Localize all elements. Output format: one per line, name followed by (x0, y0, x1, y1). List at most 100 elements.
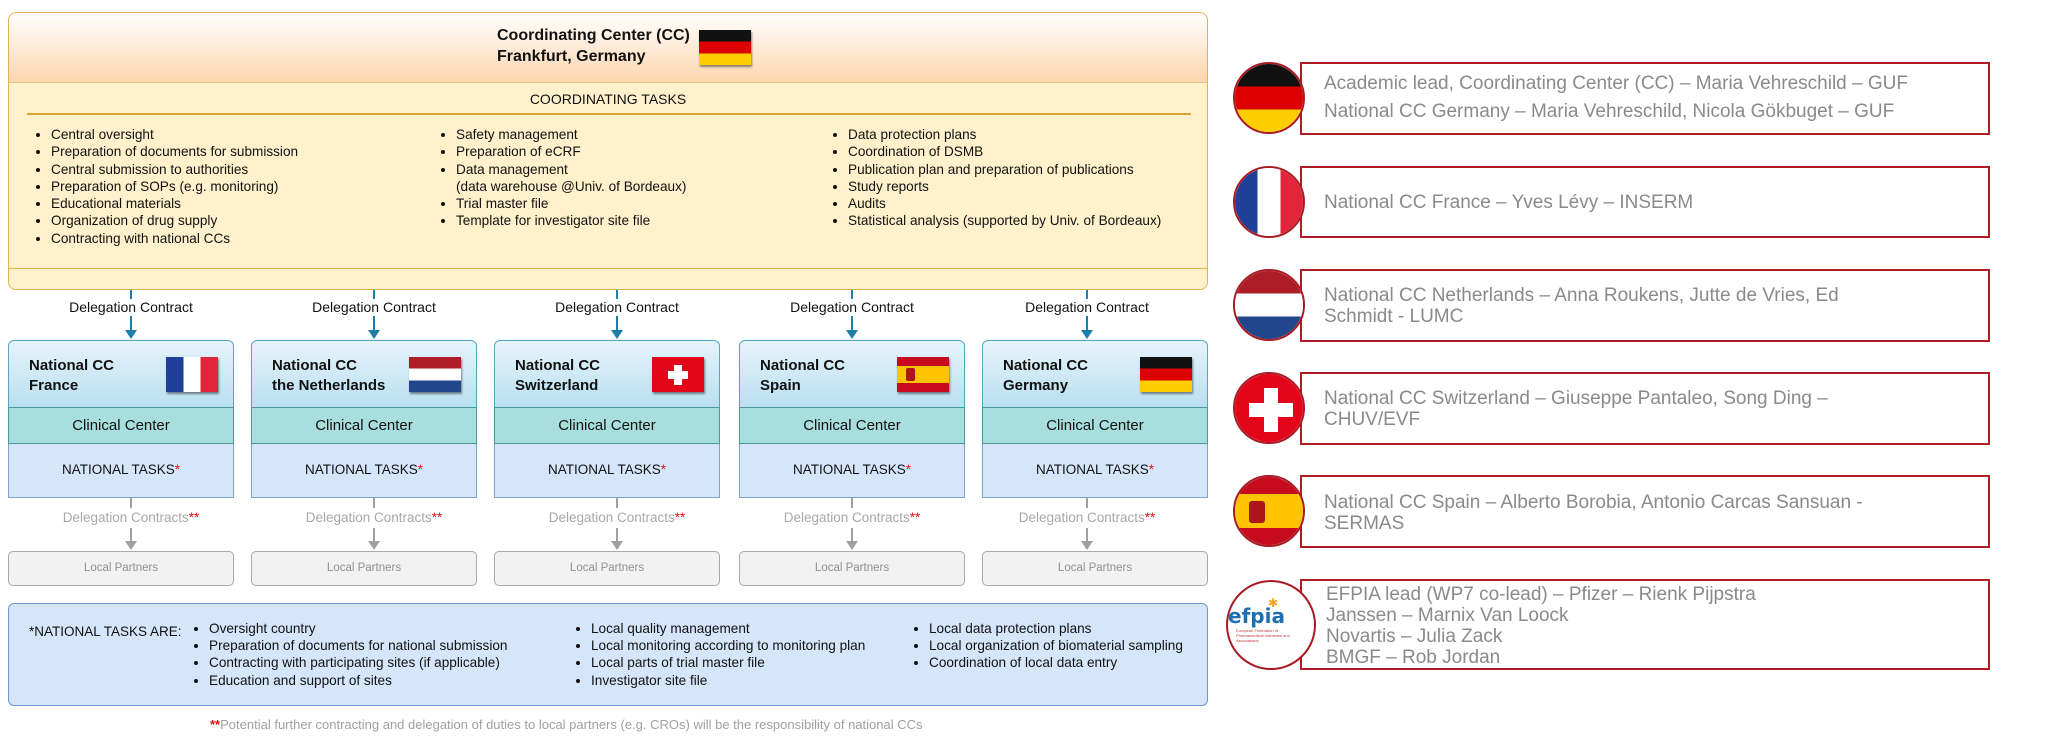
lead-line: Novartis – Julia Zack (1326, 626, 1503, 647)
coordinating-center-header: Coordinating Center (CC) Frankfurt, Germ… (9, 13, 1207, 83)
arrow-down-icon (1081, 541, 1093, 550)
connector-line (851, 498, 853, 508)
arrow-down-icon (368, 541, 380, 550)
connector-line (373, 316, 375, 331)
national-task-item: Oversight country (209, 620, 507, 637)
task-item: Audits (848, 195, 1161, 212)
coordinating-center-box: Coordinating Center (CC) Frankfurt, Germ… (8, 12, 1208, 290)
delegation-contracts-text: Delegation Contracts (305, 510, 432, 525)
task-item: Data management (data warehouse @Univ. o… (456, 161, 686, 196)
asterisk: * (174, 462, 181, 477)
task-item: Study reports (848, 178, 1161, 195)
connector-line (616, 498, 618, 508)
lead-text: Academic lead, Coordinating Center (CC) … (1324, 73, 1976, 122)
delegation-contracts-text: Delegation Contracts (62, 510, 189, 525)
delegation-contracts-text: Delegation Contracts (548, 510, 675, 525)
national-task-item: Education and support of sites (209, 672, 507, 689)
national-tasks-label: NATIONAL TASKS* (982, 444, 1208, 498)
connector-line (130, 498, 132, 508)
task-item: Preparation of eCRF (456, 143, 686, 160)
asterisk: * (1148, 462, 1155, 477)
lead-box-efpia: EFPIA lead (WP7 co-lead) – Pfizer – Rien… (1300, 579, 1990, 670)
delegation-contract-label: Delegation Contract (790, 299, 914, 315)
lead-line: SERMAS (1324, 513, 1405, 534)
local-partners-box: Local Partners (739, 551, 965, 586)
coordinating-tasks-col1: Central oversight Preparation of documen… (31, 126, 298, 247)
national-tasks-label: NATIONAL TASKS* (251, 444, 477, 498)
connector-line (1086, 528, 1088, 542)
task-item: Template for investigator site file (456, 212, 686, 229)
connector-line (373, 498, 375, 508)
double-asterisk: ** (188, 510, 200, 525)
lead-line: Schmidt - LUMC (1324, 306, 1464, 327)
connector-line (1086, 290, 1088, 299)
national-tasks-label: NATIONAL TASKS* (739, 444, 965, 498)
national-cc-line1: National CC (272, 357, 358, 374)
task-item: Preparation of SOPs (e.g. monitoring) (51, 178, 298, 195)
national-cc-germany: National CC Germany (982, 340, 1208, 407)
task-item-text: Data management (456, 161, 568, 177)
task-item: Contracting with national CCs (51, 230, 298, 247)
national-task-item: Local quality management (591, 620, 865, 637)
asterisk: * (905, 462, 912, 477)
national-cc-line2: Spain (760, 377, 801, 394)
clinical-center-label: Clinical Center (8, 407, 234, 444)
arrow-down-icon (125, 330, 137, 339)
delegation-contract-label: Delegation Contract (1025, 299, 1149, 315)
lead-box-netherlands: National CC Netherlands – Anna Roukens, … (1300, 269, 1990, 342)
connector-line (616, 316, 618, 331)
national-cc-name: National CC Germany (1003, 356, 1088, 396)
national-tasks-text: NATIONAL TASKS (61, 462, 175, 477)
connector-line (373, 290, 375, 299)
delegation-contracts-label: Delegation Contracts** (11, 510, 251, 525)
connector-line (851, 528, 853, 542)
lead-line: National CC France – Yves Lévy – INSERM (1324, 192, 1694, 213)
national-task-item: Preparation of documents for national su… (209, 637, 507, 654)
national-cc-france: National CC France (8, 340, 234, 407)
france-flag-icon (166, 357, 218, 392)
lead-box-switzerland: National CC Switzerland – Giuseppe Panta… (1300, 372, 1990, 445)
lead-line: CHUV/EVF (1324, 409, 1421, 430)
delegation-contracts-text: Delegation Contracts (1018, 510, 1145, 525)
double-asterisk: ** (431, 510, 443, 525)
delegation-contracts-label: Delegation Contracts** (497, 510, 737, 525)
cc-title-line2: Frankfurt, Germany (497, 48, 646, 65)
national-cc-line2: Germany (1003, 377, 1069, 394)
coordinating-center-title: Coordinating Center (CC) Frankfurt, Germ… (497, 25, 690, 67)
connector-line (130, 528, 132, 542)
national-cc-line2: Switzerland (515, 377, 599, 394)
delegation-contract-label: Delegation Contract (69, 299, 193, 315)
arrow-down-icon (1081, 330, 1093, 339)
double-asterisk: ** (210, 717, 221, 732)
switzerland-flag-icon (652, 357, 704, 392)
connector-line (616, 528, 618, 542)
star-icon: ✱ (1268, 596, 1279, 610)
local-partners-box: Local Partners (494, 551, 720, 586)
arrow-down-icon (368, 330, 380, 339)
lead-line: National CC Spain – Alberto Borobia, Ant… (1324, 492, 1863, 513)
national-tasks-col3: Local data protection plans Local organi… (909, 620, 1183, 672)
germany-flag-icon (699, 30, 751, 65)
task-item: Statistical analysis (supported by Univ.… (848, 212, 1161, 229)
lead-line: National CC Switzerland – Giuseppe Panta… (1324, 388, 1828, 409)
national-cc-netherlands: National CC the Netherlands (251, 340, 477, 407)
national-cc-line1: National CC (515, 357, 601, 374)
lead-text: EFPIA lead (WP7 co-lead) – Pfizer – Rien… (1326, 584, 1976, 668)
arrow-down-icon (611, 541, 623, 550)
task-item: Trial master file (456, 195, 686, 212)
arrow-down-icon (611, 330, 623, 339)
arrow-down-icon (846, 330, 858, 339)
switzerland-flag-icon (1233, 372, 1305, 444)
lead-line: EFPIA lead (WP7 co-lead) – Pfizer – Rien… (1326, 584, 1756, 605)
clinical-center-label: Clinical Center (982, 407, 1208, 444)
national-cc-line1: National CC (1003, 357, 1089, 374)
national-tasks-text: NATIONAL TASKS (1035, 462, 1149, 477)
national-task-item: Investigator site file (591, 672, 865, 689)
task-item: Educational materials (51, 195, 298, 212)
national-cc-spain: National CC Spain (739, 340, 965, 407)
connector-line (130, 316, 132, 331)
task-item: Coordination of DSMB (848, 143, 1161, 160)
lead-box-france: National CC France – Yves Lévy – INSERM (1300, 166, 1990, 238)
spain-flag-icon (897, 357, 949, 392)
germany-flag-icon (1233, 62, 1305, 134)
